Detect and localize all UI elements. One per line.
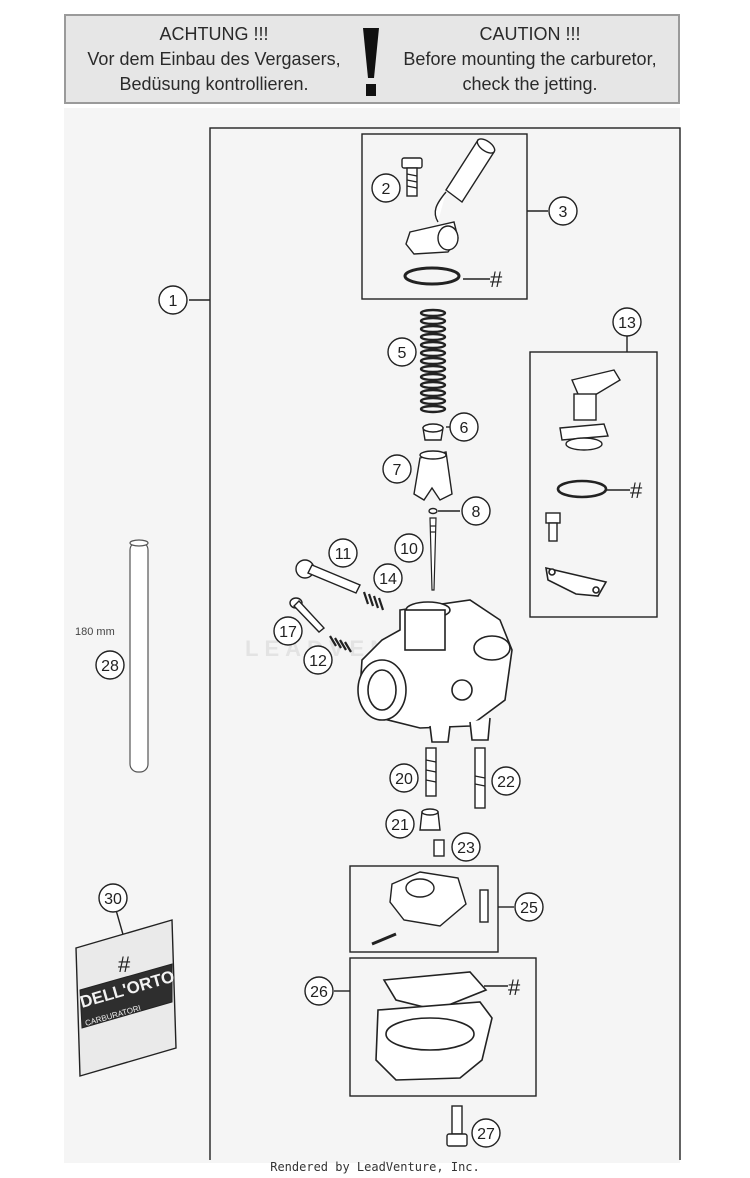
part-float-25 xyxy=(371,871,489,946)
part-spring-12 xyxy=(329,635,352,653)
callout-20: 20 xyxy=(395,771,413,788)
warning-german: ACHTUNG !!! Vor dem Einbau des Vergasers… xyxy=(74,22,354,97)
part-spring-14 xyxy=(362,591,385,611)
hash-mark-throttle-oring: # xyxy=(490,267,503,292)
callout-7: 7 xyxy=(393,462,402,479)
callout-21: 21 xyxy=(391,817,409,834)
part-drain-screw-27 xyxy=(446,1105,468,1147)
part-carburetor-body xyxy=(357,599,513,743)
callout-13: 13 xyxy=(618,315,636,332)
warning-en-title: CAUTION !!! xyxy=(479,24,581,44)
part-choke-13 xyxy=(559,369,621,451)
warning-banner: ACHTUNG !!! Vor dem Einbau des Vergasers… xyxy=(64,14,680,104)
callout-1: 1 xyxy=(169,293,178,310)
callout-8: 8 xyxy=(472,504,481,521)
part-float-bowl-26 xyxy=(375,971,493,1081)
warning-de-title: ACHTUNG !!! xyxy=(159,24,269,44)
warning-de-line2: Bedüsung kontrollieren. xyxy=(119,74,309,94)
callout-5: 5 xyxy=(398,345,407,362)
part-gasket-kit-30 xyxy=(75,919,177,1077)
part-idle-screw-11 xyxy=(295,559,361,594)
part-clip-8 xyxy=(428,507,438,515)
float-bowl-group-box xyxy=(349,957,537,1097)
callout-2: 2 xyxy=(382,181,391,198)
callout-26: 26 xyxy=(310,984,328,1001)
callout-12: 12 xyxy=(309,653,327,670)
part-choke-o-ring xyxy=(556,479,608,499)
part-choke-screw xyxy=(545,512,561,542)
float-group-box xyxy=(349,865,499,953)
hash-mark-kit: # xyxy=(118,952,131,977)
part-jet-holder-20 xyxy=(425,747,437,797)
hose-length-label: 180 mm xyxy=(75,626,115,638)
part-throttle-slide-7 xyxy=(413,450,453,501)
part-idle-jet-22 xyxy=(474,747,486,809)
part-choke-bracket xyxy=(545,566,608,597)
exclamation-icon xyxy=(363,28,379,96)
part-hose-28 xyxy=(129,539,149,773)
callout-30: 30 xyxy=(104,891,122,908)
callout-6: 6 xyxy=(460,420,469,437)
part-o-ring xyxy=(403,266,461,286)
part-needle-10 xyxy=(429,517,437,591)
warning-de-line1: Vor dem Einbau des Vergasers, xyxy=(87,49,341,69)
warning-english: CAUTION !!! Before mounting the carburet… xyxy=(390,22,670,97)
part-mixture-screw-17 xyxy=(289,597,326,633)
choke-group-box xyxy=(529,351,658,618)
callout-3: 3 xyxy=(559,204,568,221)
hash-mark-choke-oring: # xyxy=(630,478,643,503)
footer-credit: Rendered by LeadVenture, Inc. xyxy=(270,1160,480,1174)
part-spring-5 xyxy=(419,308,447,414)
part-main-jet-21 xyxy=(419,808,441,831)
callout-11: 11 xyxy=(335,546,352,563)
callout-25: 25 xyxy=(520,900,538,917)
part-retainer-6 xyxy=(422,423,444,441)
throttle-cap-group-box xyxy=(361,133,528,300)
callout-14: 14 xyxy=(379,571,397,588)
warning-en-line1: Before mounting the carburetor, xyxy=(403,49,657,69)
callout-27: 27 xyxy=(477,1126,495,1143)
warning-en-line2: check the jetting. xyxy=(462,74,598,94)
callout-28: 28 xyxy=(101,658,119,675)
hash-mark-bowl-gasket: # xyxy=(508,975,521,1000)
callout-17: 17 xyxy=(279,624,297,641)
callout-10: 10 xyxy=(400,541,418,558)
callout-23: 23 xyxy=(457,840,475,857)
part-screw-2 xyxy=(401,157,423,197)
callout-22: 22 xyxy=(497,774,515,791)
part-jet-23 xyxy=(433,839,445,857)
part-throttle-cap-3 xyxy=(405,138,496,255)
assembly-frame xyxy=(209,127,681,1160)
